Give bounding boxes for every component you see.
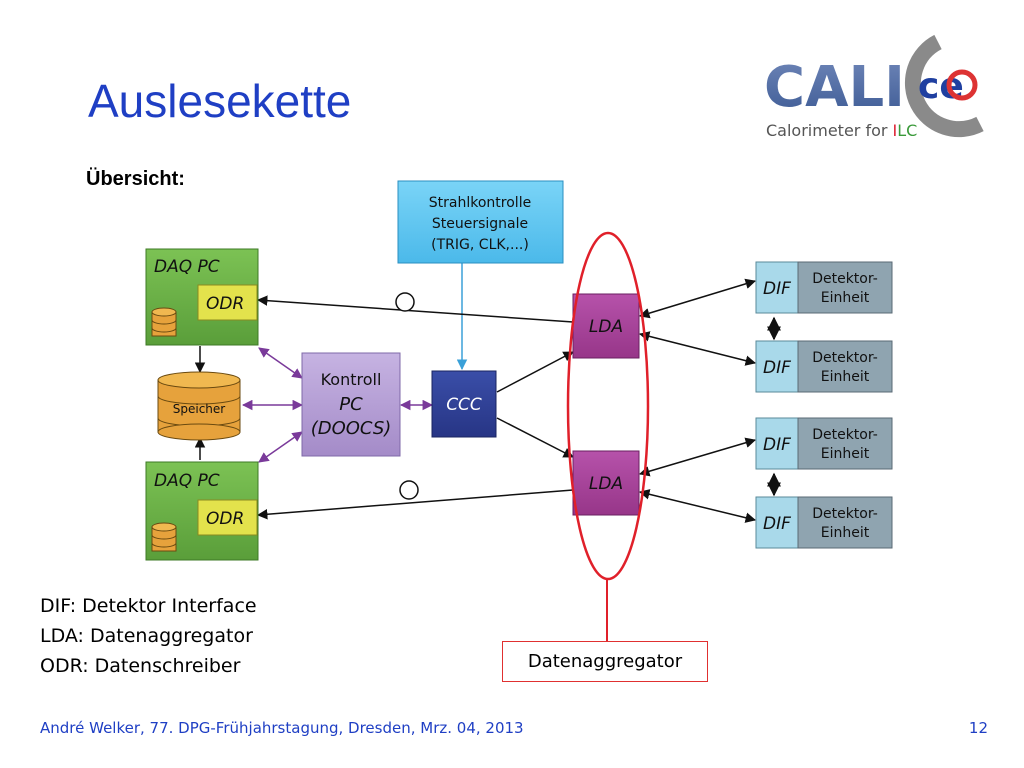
svg-text:Calorimeter for ILC: Calorimeter for ILC bbox=[766, 121, 917, 140]
logo-c-arc bbox=[904, 34, 984, 138]
storage: Speicher bbox=[157, 371, 241, 441]
legend-item-lda: LDA: Datenaggregator bbox=[40, 625, 253, 647]
detector-unit-2-line-2: Einheit bbox=[821, 369, 870, 385]
logo-tagline-pre: Calorimeter for bbox=[766, 121, 893, 140]
control-pc-line-3: (DOOCS) bbox=[311, 418, 392, 439]
odr-1-label: ODR bbox=[206, 294, 244, 314]
beam-control-line-1: Strahlkontrolle bbox=[429, 195, 531, 211]
footer-citation: André Welker, 77. DPG-Frühjahrstagung, D… bbox=[40, 719, 524, 737]
detector-unit-1-box bbox=[797, 261, 893, 314]
lda2-dif4-link bbox=[638, 489, 757, 523]
dif-4-label: DIF bbox=[763, 514, 791, 534]
lda-1: LDA bbox=[572, 293, 640, 359]
control-pc-box bbox=[301, 352, 401, 457]
calice-logo: CALI ce Calorimeter for ILC bbox=[764, 34, 984, 140]
daq-pc-1-disk-icon bbox=[151, 307, 177, 337]
dif-2-box bbox=[755, 340, 799, 393]
dif-unit-3: DIF Detektor- Einheit bbox=[755, 417, 893, 470]
storage-label: Speicher bbox=[173, 402, 226, 416]
lda2-to-odr2-arrow bbox=[256, 489, 574, 520]
logo-tagline-lc: LC bbox=[897, 121, 917, 140]
detector-unit-3-line-1: Detektor- bbox=[812, 427, 878, 443]
ccc-to-lda1-arrow bbox=[496, 351, 574, 393]
detector-unit-1-line-1: Detektor- bbox=[812, 271, 878, 287]
beam-control: Strahlkontrolle Steuersignale (TRIG, CLK… bbox=[397, 180, 564, 264]
ccc: CCC bbox=[431, 370, 497, 438]
detector-unit-4-box bbox=[797, 496, 893, 549]
dif-3-box bbox=[755, 417, 799, 470]
control-to-daq1-link bbox=[258, 347, 303, 379]
storage-body bbox=[157, 379, 241, 433]
control-pc-line-1: Kontroll bbox=[321, 370, 382, 389]
detector-unit-3-box bbox=[797, 417, 893, 470]
lda1-dif2-link bbox=[638, 331, 757, 366]
lda-1-label: LDA bbox=[589, 317, 623, 337]
logo-e-ring bbox=[946, 69, 978, 101]
odr-1-box bbox=[197, 284, 258, 321]
dif-2-label: DIF bbox=[763, 358, 791, 378]
beam-control-line-3: (TRIG, CLK,...) bbox=[431, 237, 529, 253]
dif-unit-4: DIF Detektor- Einheit bbox=[755, 496, 893, 549]
odr2-link-node bbox=[399, 480, 419, 500]
dif-1-label: DIF bbox=[763, 279, 791, 299]
lda-2-box bbox=[572, 450, 640, 516]
logo-word: CALI bbox=[764, 55, 905, 120]
detector-unit-4-line-1: Detektor- bbox=[812, 506, 878, 522]
odr-2-box bbox=[197, 499, 258, 536]
detector-unit-2-box bbox=[797, 340, 893, 393]
odr-2-label: ODR bbox=[206, 509, 244, 529]
ccc-to-lda2-arrow bbox=[496, 417, 574, 458]
lda2-dif3-link bbox=[638, 437, 757, 477]
lda-1-box bbox=[572, 293, 640, 359]
slide-title: Auslesekette bbox=[88, 75, 352, 127]
beam-control-line-2: Steuersignale bbox=[432, 216, 528, 232]
lda-2-label: LDA bbox=[589, 474, 623, 494]
ccc-box bbox=[431, 370, 497, 438]
daq-pc-2-label: DAQ PC bbox=[154, 471, 220, 491]
daq-pc-1-label: DAQ PC bbox=[154, 257, 220, 277]
slide-subtitle: Übersicht: bbox=[86, 168, 185, 190]
control-pc-line-2: PC bbox=[339, 394, 363, 415]
dif-unit-2: DIF Detektor- Einheit bbox=[755, 340, 893, 393]
odr1-link-node bbox=[395, 292, 415, 312]
lda-2: LDA bbox=[572, 450, 640, 516]
control-pc: Kontroll PC (DOOCS) bbox=[301, 352, 401, 457]
dif-3-label: DIF bbox=[763, 435, 791, 455]
beam-control-box bbox=[397, 180, 564, 264]
legend-item-odr: ODR: Datenschreiber bbox=[40, 655, 241, 677]
detector-unit-1-line-2: Einheit bbox=[821, 290, 870, 306]
detector-unit-2-line-1: Detektor- bbox=[812, 350, 878, 366]
daq-pc-1: DAQ PC ODR bbox=[145, 248, 259, 346]
detector-unit-4-line-2: Einheit bbox=[821, 525, 870, 541]
storage-top bbox=[157, 371, 241, 389]
datenaggregator-callout: Datenaggregator bbox=[502, 641, 708, 682]
logo-tagline-i: I bbox=[893, 121, 898, 140]
daq-pc-2-disk-icon bbox=[151, 522, 177, 552]
lda1-dif1-link bbox=[638, 278, 757, 319]
detector-unit-3-line-2: Einheit bbox=[821, 446, 870, 462]
page-number: 12 bbox=[968, 719, 988, 737]
daq-pc-2: DAQ PC ODR bbox=[145, 461, 259, 561]
lda-highlight-ellipse bbox=[566, 231, 650, 581]
dif-1-box bbox=[755, 261, 799, 314]
ccc-label: CCC bbox=[446, 395, 482, 415]
connectors bbox=[194, 263, 781, 523]
control-to-daq2-link bbox=[258, 431, 303, 463]
lda1-to-odr1-arrow bbox=[256, 295, 574, 323]
dif-unit-1: DIF Detektor- Einheit bbox=[755, 261, 893, 314]
legend-item-dif: DIF: Detektor Interface bbox=[40, 595, 257, 617]
